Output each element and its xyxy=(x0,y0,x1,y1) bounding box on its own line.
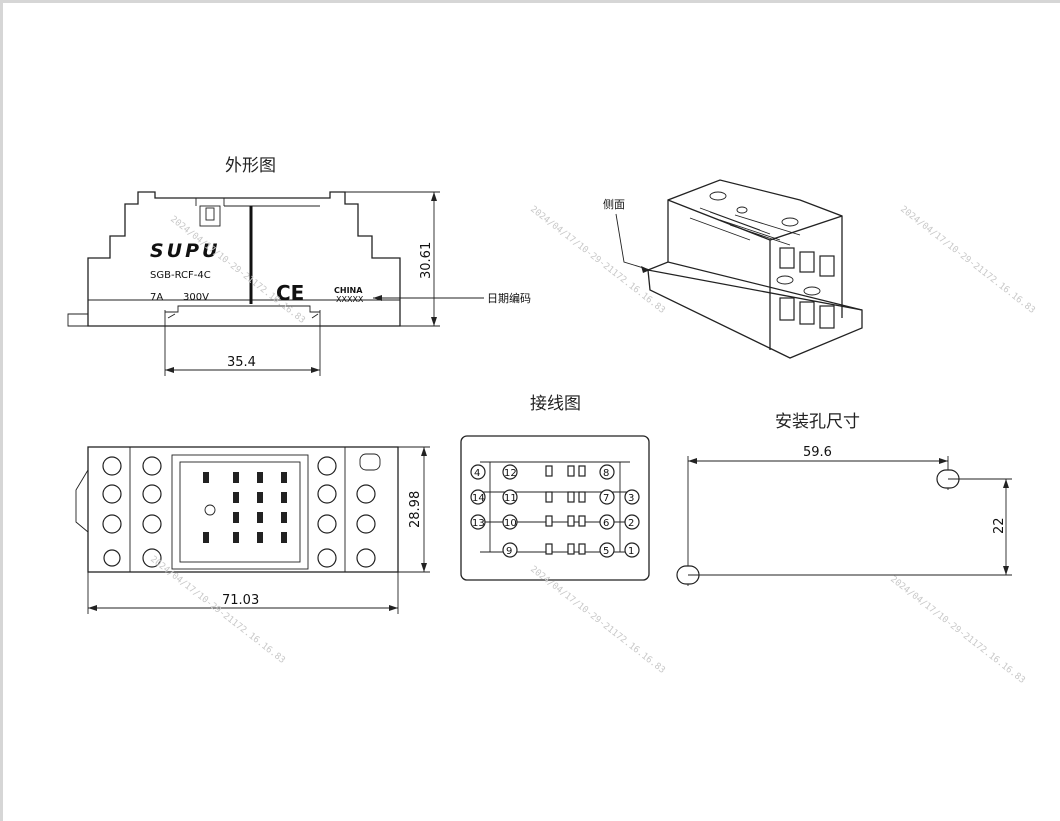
origin-label: CHINA xyxy=(334,286,363,295)
pin-11: 11 xyxy=(504,493,517,504)
pin-6: 6 xyxy=(603,518,609,529)
isometric-view: 侧面 xyxy=(603,179,863,359)
front-view: SUPU SGB-RCF-4C 7A 300V CE CHINA XXXXX 日… xyxy=(67,191,531,376)
mounting-holes: 59.6 22 xyxy=(676,445,1012,586)
pin-10: 10 xyxy=(504,518,517,529)
hole-spacing-y: 22 xyxy=(992,517,1007,534)
pin-7: 7 xyxy=(603,493,609,504)
date-code-label: 日期编码 xyxy=(487,291,531,305)
svg-text:2024/04/17/10-29-21172.16.16.8: 2024/04/17/10-29-21172.16.16.83 xyxy=(888,574,1027,685)
outline-title: 外形图 xyxy=(225,156,276,176)
mount-title: 安装孔尺寸 xyxy=(775,412,860,432)
top-width-dimension: 28.98 xyxy=(408,491,423,528)
front-width-dimension: 35.4 xyxy=(227,355,256,370)
wiring-diagram: 4 12 8 14 11 7 3 13 10 6 2 9 5 1 xyxy=(460,435,650,581)
voltage-rating: 300V xyxy=(183,292,209,303)
pin-3: 3 xyxy=(628,493,634,504)
model-number: SGB-RCF-4C xyxy=(150,270,211,281)
hole-spacing-x: 59.6 xyxy=(803,445,832,460)
terminal-screws xyxy=(102,453,381,568)
pin-9: 9 xyxy=(506,546,512,557)
watermark: 2024/04/17/10-29-21172.16.16.83 2024/04/… xyxy=(148,204,1037,685)
top-length-dimension: 71.03 xyxy=(222,593,259,608)
contact-slots xyxy=(203,472,287,543)
svg-text:2024/04/17/10-29-21172.16.16.8: 2024/04/17/10-29-21172.16.16.83 xyxy=(898,204,1037,315)
pin-4: 4 xyxy=(474,468,480,479)
pin-13: 13 xyxy=(472,518,485,529)
svg-text:2024/04/17/10-29-21172.16.16.8: 2024/04/17/10-29-21172.16.16.83 xyxy=(528,564,667,675)
pin-2: 2 xyxy=(628,518,634,529)
front-height-dimension: 30.61 xyxy=(419,242,434,279)
date-placeholder: XXXXX xyxy=(336,295,364,304)
pin-8: 8 xyxy=(603,468,609,479)
ce-mark: CE xyxy=(276,281,304,305)
current-rating: 7A xyxy=(150,292,163,303)
pin-5: 5 xyxy=(603,546,609,557)
svg-text:2024/04/17/10-29-21172.16.16.8: 2024/04/17/10-29-21172.16.16.83 xyxy=(148,554,287,665)
brand-logo: SUPU xyxy=(150,240,220,262)
contact-symbols xyxy=(545,465,586,555)
side-view-label: 侧面 xyxy=(603,198,625,211)
pin-14: 14 xyxy=(472,493,485,504)
top-view: 28.98 71.03 xyxy=(75,446,430,614)
pin-1: 1 xyxy=(628,546,634,557)
svg-text:2024/04/17/10-29-21172.16.16.8: 2024/04/17/10-29-21172.16.16.83 xyxy=(528,204,667,315)
wiring-title: 接线图 xyxy=(530,394,581,414)
pin-12: 12 xyxy=(504,468,517,479)
